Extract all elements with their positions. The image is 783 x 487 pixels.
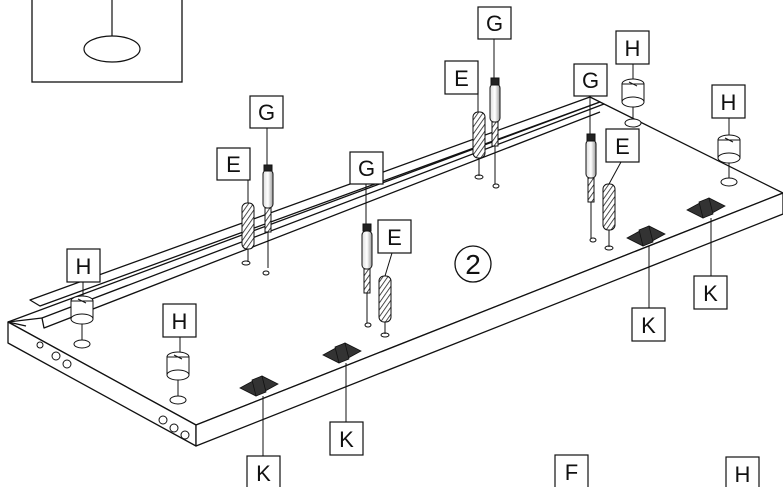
callout-label: E: [454, 66, 469, 91]
cam-lock-h-2: [166, 351, 190, 396]
cam-bolt-g-1: [262, 164, 274, 268]
shelf-support-k-2: [322, 342, 362, 364]
callout-label: H: [172, 309, 188, 334]
callout-h-2: H: [162, 303, 197, 338]
callout-k-1: K: [246, 455, 281, 487]
shelf-panel: [7, 96, 783, 447]
callout-label: E: [387, 225, 402, 250]
surface-holes: [73, 118, 738, 405]
callout-label: H: [735, 462, 751, 487]
cam-bolt-g-4: [585, 133, 597, 238]
callout-label: E: [226, 152, 241, 177]
callout-label: K: [339, 427, 354, 452]
callout-k-3: K: [631, 307, 666, 342]
cam-bolt-g-2: [361, 223, 373, 323]
callout-k-4: K: [693, 275, 728, 310]
callout-f-1: F: [554, 454, 589, 487]
callout-label: G: [358, 156, 375, 181]
callout-label: G: [486, 11, 503, 36]
step-number: 2: [465, 249, 481, 280]
shelf-support-k-4: [686, 197, 726, 219]
cam-lock-h-1: [70, 295, 94, 340]
callout-g-4: G: [573, 63, 608, 97]
callout-g-3: G: [477, 6, 512, 40]
callout-label: H: [625, 36, 641, 61]
dowel-e-3: [472, 111, 486, 176]
callout-e-2: E: [377, 219, 412, 254]
callout-label: K: [641, 313, 656, 338]
edge-holes: [36, 341, 190, 440]
callout-label: K: [256, 461, 271, 486]
shelf-support-k-1: [239, 375, 279, 397]
callout-label: H: [76, 254, 92, 279]
callout-g-1: G: [249, 95, 284, 129]
callout-e-4: E: [605, 128, 640, 163]
callout-e-3: E: [444, 60, 479, 95]
callout-e-1: E: [216, 147, 251, 181]
callout-h-4: H: [711, 84, 746, 119]
callout-label: K: [703, 281, 718, 306]
callout-label: H: [721, 90, 737, 115]
callout-k-2: K: [329, 421, 364, 456]
cam-lock-h-4: [717, 134, 741, 178]
callout-label: E: [615, 134, 630, 159]
dowel-e-1: [241, 202, 255, 262]
callout-label: G: [582, 68, 599, 93]
callout-g-2: G: [349, 151, 384, 185]
cam-bolt-g-3: [489, 77, 501, 184]
callout-label: G: [258, 100, 275, 125]
shelf-support-k-3: [626, 225, 666, 247]
step-number-badge: 2: [454, 245, 492, 283]
dowel-e-2: [378, 275, 392, 334]
callout-h-1: H: [66, 248, 101, 283]
cam-lock-h-3: [621, 78, 645, 119]
callout-h-5: H: [725, 456, 760, 487]
callout-label: F: [565, 460, 578, 485]
leader-lines: [82, 39, 730, 456]
detail-inset: [31, 0, 183, 83]
callout-h-3: H: [615, 30, 650, 65]
